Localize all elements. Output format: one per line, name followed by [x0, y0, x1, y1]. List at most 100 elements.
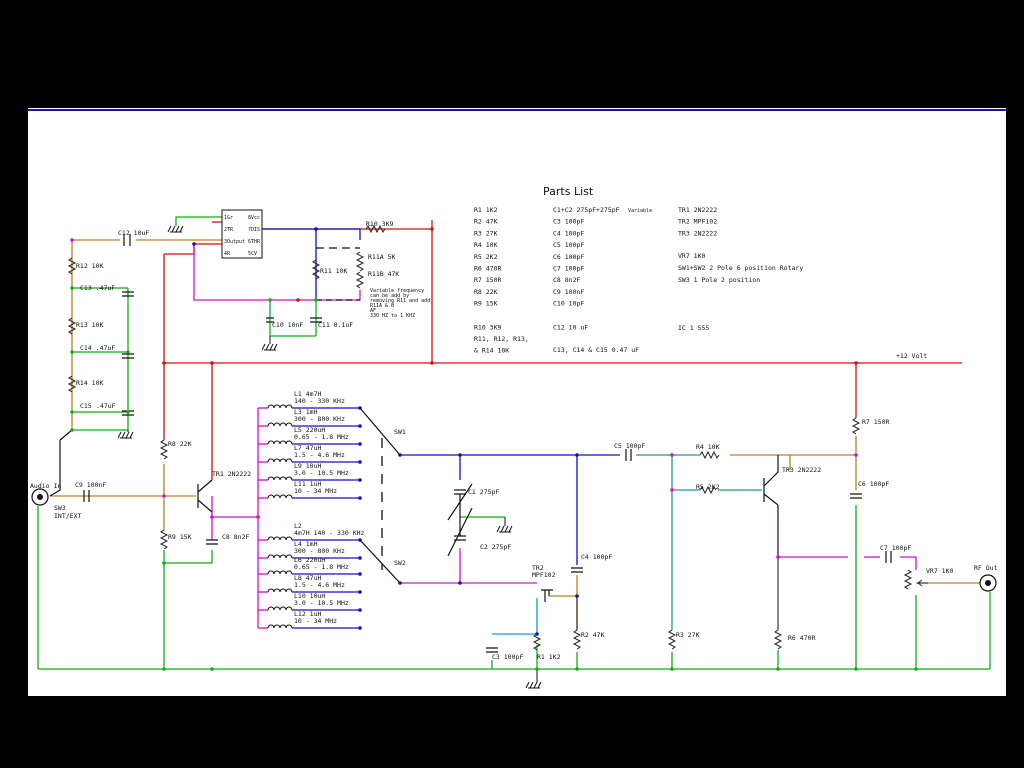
junction-dot [256, 515, 260, 519]
inductor-range: 300 - 800 KHz [294, 547, 345, 555]
parts-list-resistors-item: R9 15K [474, 300, 498, 308]
junction-dot [776, 555, 780, 559]
sheet-border [28, 109, 1006, 111]
label-note-line: removing R11 and add [370, 298, 430, 304]
junction-dot [192, 242, 196, 246]
junction-dot [854, 667, 858, 671]
junction-dot [670, 488, 674, 492]
junction-dot [126, 350, 130, 354]
parts-list-resistors-item: R7 150R [474, 276, 501, 284]
label-r9: R9 15K [168, 533, 192, 541]
label-audio-in: Audio In [30, 482, 61, 490]
label-c7: C7 100pF [880, 544, 911, 552]
label-c15: .47uF [96, 402, 116, 410]
inductor-label: L4 1mH [294, 540, 318, 548]
resistor-r1 [532, 633, 542, 651]
capacitor-c10 [266, 317, 274, 323]
capacitor-c9 [83, 490, 90, 502]
junction-dot [458, 581, 462, 585]
inductor-range: 4m7H 140 - 330 KHz [294, 529, 365, 537]
junction-dot [670, 667, 674, 671]
switch-sw3-arm[interactable] [59, 429, 73, 441]
junction-dot [210, 667, 214, 671]
label-c6: C6 100pF [858, 480, 889, 488]
label-r11: R11 10K [320, 267, 347, 275]
label-c4: C4 100pF [581, 553, 612, 561]
label-r2: R2 47K [581, 631, 605, 639]
ic-pin-label: 4R [224, 251, 231, 257]
label-rf-out: RF Out [974, 564, 998, 572]
label-c15-name: C15 [80, 402, 92, 410]
switch-sw1-arm[interactable] [359, 407, 401, 456]
junction-dot [210, 361, 214, 365]
label-sw1: SW1 [394, 428, 406, 436]
resistor-r13 [67, 317, 77, 335]
resistor-r11 [311, 259, 321, 280]
junction-dot [314, 227, 318, 231]
ic-pin-label: 7DIS [248, 227, 260, 233]
parts-list-transistors-item: TR2 MPF102 [678, 218, 717, 226]
inductor-label: L11 1uH [294, 480, 321, 488]
rf-out-connector[interactable] [979, 574, 997, 592]
label-r4: R4 10K [696, 443, 720, 451]
inductor-range: 1.5 - 4.6 MHz [294, 451, 345, 459]
label-r13: R13 10K [76, 321, 103, 329]
inductor-label: L8 47uH [294, 574, 321, 582]
junction-dot [162, 494, 166, 498]
label-r14: R14 10K [76, 379, 103, 387]
capacitor-c12 [123, 234, 131, 246]
label-note-line: Variable frequency [370, 288, 424, 294]
capacitor-c5 [625, 449, 632, 461]
parts-list-transistors-item: TR1 2N2222 [678, 206, 717, 214]
junction-dot [575, 594, 579, 598]
parts-list-capacitors-item: C13, C14 & C15 0.47 uF [553, 346, 639, 354]
audio-in-connector[interactable] [31, 488, 49, 506]
resistor-r7 [851, 417, 861, 435]
label-c9: C9 100nF [75, 481, 106, 489]
parts-list-resistors-item: R11, R12, R13, [474, 335, 529, 343]
label-r3: R3 27K [676, 631, 700, 639]
label-r10: R10 3K9 [366, 220, 393, 228]
ic-pin-label: 3Output [224, 239, 245, 245]
capacitor-c7 [885, 551, 892, 563]
label-c2: C2 275pF [480, 543, 511, 551]
label-sw3-sub: INT/EXT [54, 512, 81, 520]
ic-555 [221, 209, 263, 259]
junction-dot [162, 561, 166, 565]
switch-sw3-common [49, 440, 61, 497]
label-r11b: R11B 47K [368, 270, 399, 278]
inductor-label: L10 10uH [294, 592, 325, 600]
switch-sw2-arm[interactable] [359, 539, 401, 584]
parts-list-capacitors-item: C3 100pF [553, 218, 584, 226]
inductor-range: 1.5 - 4.6 MHz [294, 581, 345, 589]
resistor-r11b [355, 271, 365, 289]
parts-list-capacitors-item: C7 100pF [553, 265, 584, 273]
ground-icon [496, 525, 513, 533]
resistor-r2 [572, 629, 582, 650]
junction-dot [575, 453, 579, 457]
junction-dot [854, 361, 858, 365]
parts-list-resistors-item: R10 3K9 [474, 323, 501, 331]
label-tr2: TR2 [532, 564, 544, 572]
parts-list-misc-item: IC 1 555 [678, 324, 709, 332]
parts-list-misc-item: VR7 1K0 [678, 252, 705, 260]
inductor-range: 0.65 - 1.8 MHz [294, 563, 349, 571]
inductor-label: L3 1mH [294, 408, 318, 416]
junction-dot [535, 632, 539, 636]
vr7-wiper [916, 579, 928, 587]
parts-list-transistors-item: TR3 2N2222 [678, 229, 717, 237]
junction-dot [670, 453, 674, 457]
inductor-label: L5 220uH [294, 426, 325, 434]
parts-list-resistors-item: R8 22K [474, 288, 498, 296]
ic-pin-label: 2TR [224, 227, 234, 233]
parts-list-capacitors-item: C10 10pF [553, 300, 584, 308]
parts-list-resistors-item: R1 1K2 [474, 206, 498, 214]
